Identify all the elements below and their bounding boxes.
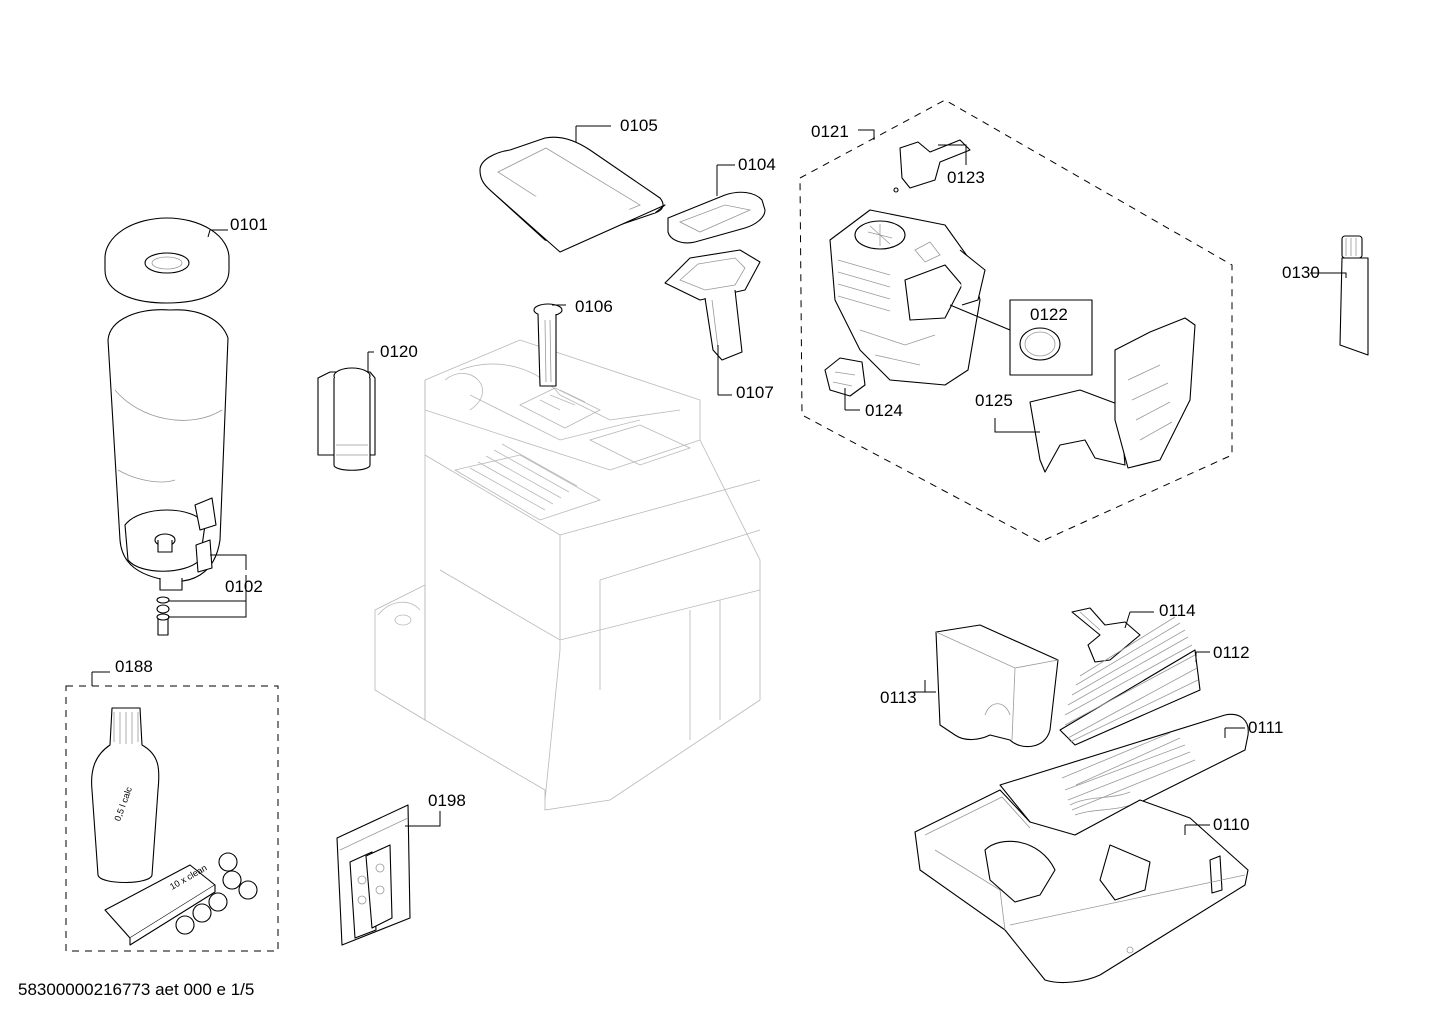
- label-0122: 0122: [1030, 305, 1068, 324]
- label-0114: 0114: [1159, 601, 1196, 620]
- label-0102: 0102: [225, 577, 263, 596]
- machine-body: [374, 339, 761, 811]
- drip-tray-grill: [1059, 616, 1201, 746]
- leader-lines: [91, 125, 1347, 835]
- bean-container-cover: [479, 136, 666, 253]
- label-0104: 0104: [738, 155, 776, 174]
- drip-channel: [1029, 317, 1196, 473]
- label-0123: 0123: [947, 168, 985, 187]
- label-0198: 0198: [428, 791, 466, 810]
- brewing-clip: [824, 357, 866, 397]
- document-reference: 58300000216773 aet 000 e 1/5: [18, 980, 255, 999]
- care-kit-group: [65, 685, 279, 952]
- label-0106: 0106: [575, 297, 613, 316]
- label-0107: 0107: [736, 383, 774, 402]
- water-tank-lid: [104, 217, 230, 304]
- grounds-container: [935, 624, 1059, 748]
- label-0124: 0124: [865, 401, 903, 420]
- label-0111: 0111: [1248, 718, 1283, 737]
- label-0188: 0188: [115, 657, 153, 676]
- brewing-unit-lever: [893, 139, 971, 193]
- tank-valve-parts: [156, 596, 170, 636]
- water-filter: [317, 367, 376, 471]
- label-0113: 0113: [880, 688, 917, 707]
- label-0105: 0105: [620, 116, 658, 135]
- descaler-bottle: 0,5 l calc: [91, 707, 160, 883]
- tablet-sachet: [336, 804, 411, 946]
- label-0101: 0101: [230, 215, 268, 234]
- label-0121: 0121: [811, 122, 849, 141]
- water-tank: [107, 309, 229, 591]
- cleaning-tablet-box: 10 x clean: [104, 863, 216, 946]
- drip-tray: [914, 789, 1249, 984]
- label-0110: 0110: [1213, 815, 1250, 834]
- seal-ring: [1009, 299, 1093, 376]
- label-0130: 0130: [1282, 263, 1320, 282]
- container-latch: [1071, 607, 1141, 663]
- powder-chute: [664, 249, 761, 361]
- part-labels: 0101 0102 0104 0105 0106 0107 0110 0111 …: [115, 116, 1320, 834]
- outlet-tube: [533, 303, 563, 387]
- label-0125: 0125: [975, 391, 1013, 410]
- powder-chute-lid: [667, 191, 766, 244]
- label-0120: 0120: [380, 342, 418, 361]
- brewing-unit: [829, 209, 986, 386]
- label-0112: 0112: [1213, 643, 1250, 662]
- cleaning-tablets: [175, 852, 258, 935]
- grease-tube: [1339, 235, 1369, 356]
